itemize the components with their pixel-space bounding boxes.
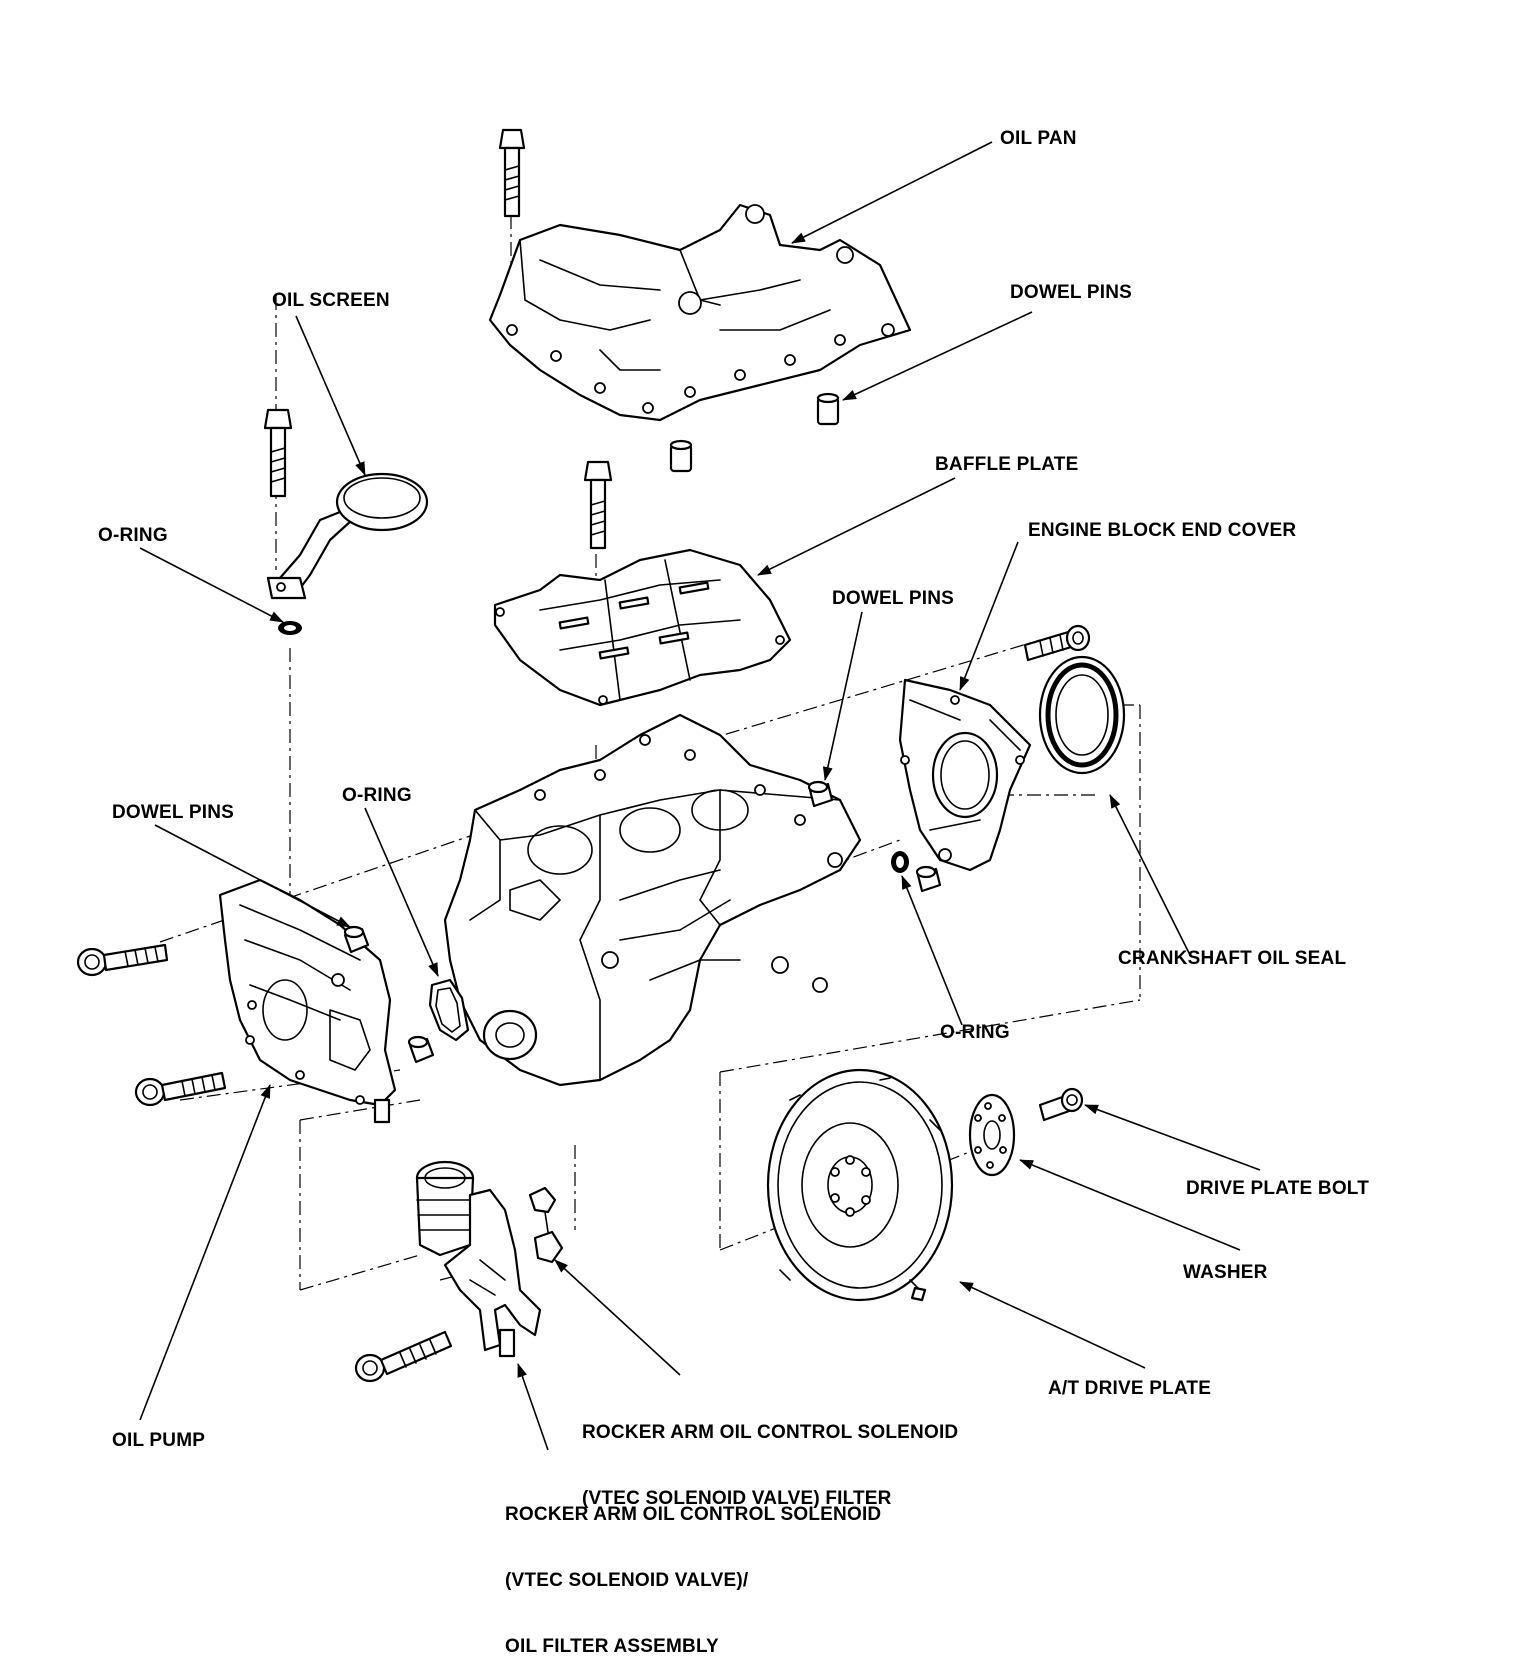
label-oil-pan: OIL PAN — [1000, 128, 1077, 149]
oil-pan-bolt-part — [498, 128, 526, 218]
vtec-assembly-bolt-part — [354, 1330, 453, 1383]
label-oil-pump: OIL PUMP — [112, 1430, 206, 1451]
end-cover-bolt-part — [1023, 624, 1091, 662]
label-baffle-plate: BAFFLE PLATE — [935, 454, 1079, 475]
label-o-ring-right: O-RING — [940, 1022, 1010, 1043]
center-o-ring-part — [428, 978, 470, 1042]
engine-block-end-cover-part — [898, 678, 1032, 872]
oil-screen-part — [266, 472, 429, 600]
label-oil-screen: OIL SCREEN — [272, 290, 390, 311]
oil-pan-dowel-pins-part — [669, 392, 840, 473]
vtec-filter-part — [528, 1186, 564, 1264]
label-dowel-pins-top: DOWEL PINS — [1010, 282, 1132, 303]
oil-screen-o-ring-part — [278, 621, 302, 635]
label-dowel-pins-left: DOWEL PINS — [112, 802, 234, 823]
baffle-plate-part — [493, 548, 792, 707]
label-vtec-assembly-line2: (VTEC SOLENOID VALVE)/ — [505, 1570, 749, 1591]
crankshaft-oil-seal-part — [1038, 655, 1126, 775]
label-vtec-assembly-line1: ROCKER ARM OIL CONTROL SOLENOID — [505, 1504, 882, 1525]
label-vtec-filter-line1: ROCKER ARM OIL CONTROL SOLENOID — [582, 1422, 959, 1443]
leader-lines — [139, 141, 1261, 1451]
diagram-artwork — [76, 128, 1261, 1451]
label-crankshaft-oil-seal: CRANKSHAFT OIL SEAL — [1118, 948, 1347, 969]
drive-plate-bolt-part — [1038, 1087, 1084, 1122]
oil-pump-dowel-pins-part — [343, 925, 435, 1064]
label-drive-plate-bolt: DRIVE PLATE BOLT — [1186, 1178, 1369, 1199]
oil-pump-bolt-lower-part — [134, 1071, 227, 1107]
exploded-engine-diagram: OIL PAN DOWEL PINS OIL SCREEN BAFFLE PLA… — [76, 128, 1369, 1657]
label-washer: WASHER — [1183, 1262, 1268, 1283]
at-drive-plate-part — [766, 1068, 954, 1302]
label-engine-block-end-cover: ENGINE BLOCK END COVER — [1028, 520, 1297, 541]
label-o-ring-center: O-RING — [342, 785, 412, 806]
oil-screen-bolt-part — [263, 408, 293, 498]
oil-pan-part — [488, 203, 912, 422]
engine-block-part — [443, 713, 862, 1087]
label-vtec-assembly-line3: OIL FILTER ASSEMBLY — [505, 1636, 719, 1657]
label-vtec-filter-line2: (VTEC SOLENOID VALVE) FILTER — [582, 1488, 892, 1509]
end-cover-o-ring-part — [891, 851, 909, 873]
label-at-drive-plate: A/T DRIVE PLATE — [1048, 1378, 1212, 1399]
oil-pump-part — [218, 878, 397, 1124]
label-o-ring-left: O-RING — [98, 525, 168, 546]
label-vtec-solenoid-filter: ROCKER ARM OIL CONTROL SOLENOID (VTEC SO… — [582, 1378, 958, 1532]
label-dowel-pins-right: DOWEL PINS — [832, 588, 954, 609]
washer-part — [968, 1093, 1016, 1177]
oil-pump-bolt-upper-part — [76, 943, 169, 977]
alignment-lines — [159, 215, 1141, 1291]
baffle-plate-bolt-part — [583, 460, 613, 550]
label-vtec-oil-filter-assembly: ROCKER ARM OIL CONTROL SOLENOID (VTEC SO… — [505, 1460, 881, 1680]
end-cover-dowel-pins-part — [807, 780, 942, 893]
vtec-oil-filter-assembly-part — [415, 1160, 542, 1358]
